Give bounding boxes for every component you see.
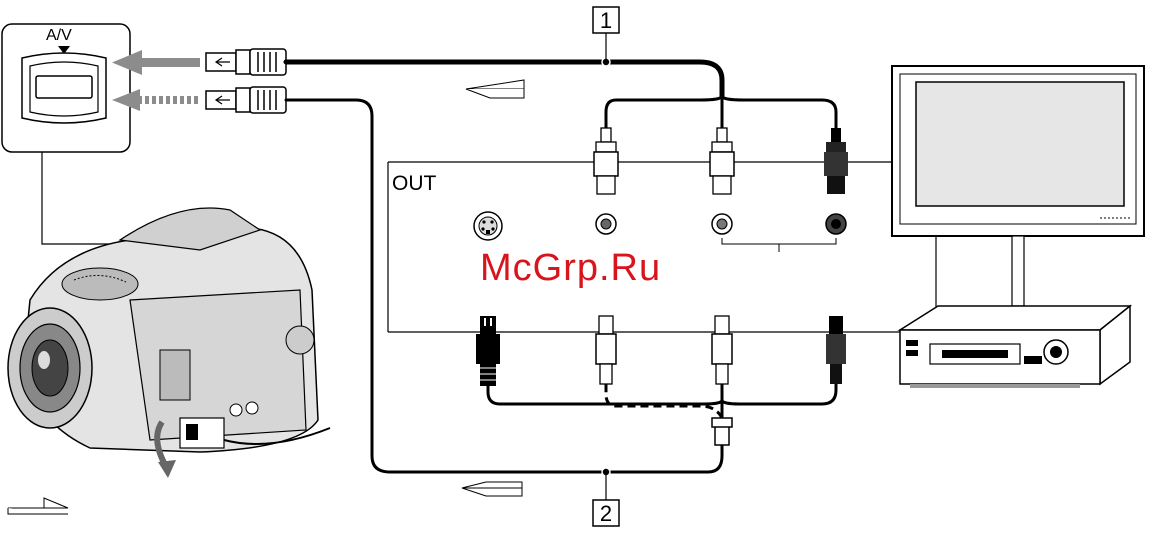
av-connector-bottom-icon bbox=[206, 87, 286, 113]
av-port-label: A/V bbox=[46, 27, 72, 44]
av-jack-inset: A/V bbox=[2, 24, 130, 152]
cable-1-label: 1 bbox=[593, 7, 619, 33]
video-jack-icon bbox=[596, 214, 616, 234]
rca-plug-audio-white-bottom-icon bbox=[712, 316, 732, 384]
signal-flow-arrow-icon bbox=[466, 80, 524, 98]
signal-flow-arrow-icon bbox=[462, 482, 522, 496]
s-video-jack-icon bbox=[474, 212, 502, 240]
audio-jack-red-icon bbox=[826, 214, 846, 234]
signal-flow-legend-icon bbox=[8, 498, 68, 514]
rca-plug-audio-red-bottom-icon bbox=[826, 316, 846, 384]
cable-2-label: 2 bbox=[593, 500, 619, 526]
rca-plug-audio-red-top-icon bbox=[824, 128, 848, 194]
s-video-plug-icon bbox=[476, 316, 500, 386]
svg-text:1: 1 bbox=[600, 8, 612, 33]
tv-icon bbox=[892, 66, 1144, 306]
av-connector-top-icon bbox=[206, 49, 286, 75]
rca-plug-video-bottom-icon bbox=[596, 316, 616, 384]
audio-jack-white-icon bbox=[712, 214, 732, 234]
svg-text:2: 2 bbox=[600, 501, 612, 526]
watermark: McGrp.Ru bbox=[480, 247, 661, 289]
camcorder-icon bbox=[8, 152, 330, 478]
vcr-icon bbox=[900, 306, 1130, 388]
rca-plug-video-top-icon bbox=[594, 128, 618, 194]
cable-1 bbox=[286, 62, 836, 128]
out-label: OUT bbox=[392, 172, 437, 195]
rca-plug-audio-white-top-icon bbox=[710, 128, 734, 194]
